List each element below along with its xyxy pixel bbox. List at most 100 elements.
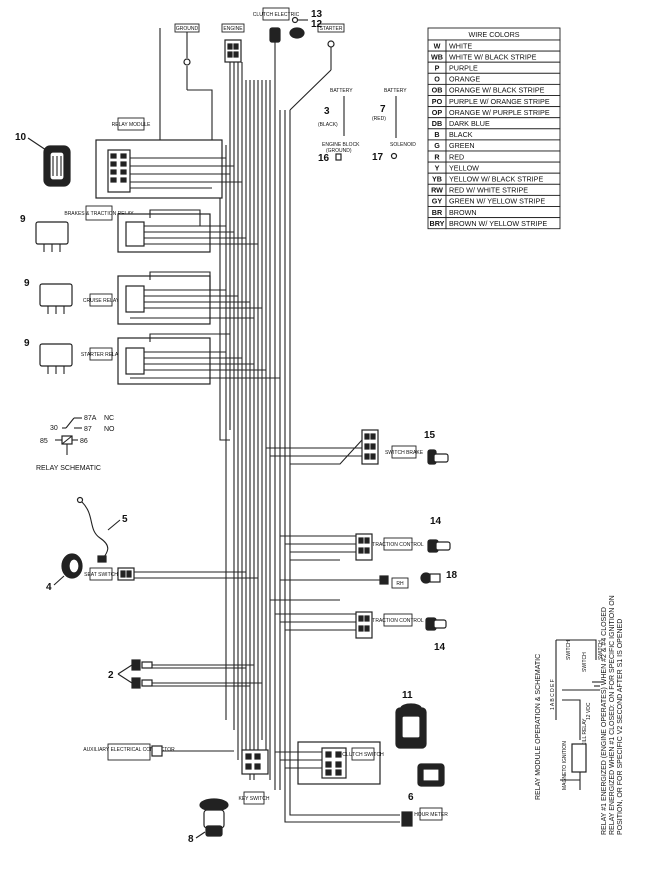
svg-text:CRUISE RELAY: CRUISE RELAY <box>83 298 120 304</box>
terminal-13-icon <box>291 16 308 24</box>
brakes-traction-relay-block <box>117 209 258 253</box>
wire-color-name: WHITE <box>449 41 472 50</box>
main-harness <box>159 28 291 800</box>
key-switch-8-icon <box>199 798 229 837</box>
wire-colors-title: WIRE COLORS <box>468 30 519 39</box>
relay-schematic: 30 87A NC 87 NO 85 86 RELAY SCHEMATIC <box>36 415 115 472</box>
wire-color-code: W <box>434 41 441 50</box>
wire-color-name: PURPLE <box>449 64 478 73</box>
callout-6: 6 <box>408 792 414 803</box>
connectors-2-icon <box>117 659 262 689</box>
switch-brake-connector <box>266 429 379 465</box>
wire-color-code: B <box>434 130 439 139</box>
wire-color-name: GREEN W/ YELLOW STRIPE <box>449 197 545 206</box>
svg-text:1 A B C D E F: 1 A B C D E F <box>550 679 556 710</box>
wire-color-name: BROWN <box>449 208 477 217</box>
callout-5: 5 <box>122 514 128 525</box>
wire-color-name: BROWN W/ YELLOW STRIPE <box>449 219 547 228</box>
svg-text:SWITCH: SWITCH <box>598 640 604 660</box>
callout-16: 16 <box>318 153 330 164</box>
wire-color-name: RED W/ WHITE STRIPE <box>449 186 528 195</box>
wire-color-name: WHITE W/ BLACK STRIPE <box>449 52 537 61</box>
svg-text:CLUTCH ELECTRIC: CLUTCH ELECTRIC <box>253 12 300 18</box>
svg-text:RELAY SCHEMATIC: RELAY SCHEMATIC <box>36 465 101 472</box>
svg-text:RELAY #1 ENERGIZED (ENGINE OPE: RELAY #1 ENERGIZED (ENGINE OPERATES) WHE… <box>601 607 608 835</box>
traction-control-connector-1 <box>280 533 373 561</box>
svg-text:POSITION, OR FOR SPECIFIC V2 S: POSITION, OR FOR SPECIFIC V2 SECOND AFTE… <box>617 619 624 835</box>
brakes-traction-relay-tag: BRAKES & TRACTION RELAY <box>64 205 134 221</box>
svg-text:BATTERY: BATTERY <box>384 88 407 94</box>
wire-color-name: DARK BLUE <box>449 119 490 128</box>
brake-switch-15-icon <box>427 449 449 465</box>
relay-9-icon-2 <box>39 283 73 314</box>
switch-18-icon <box>420 572 441 584</box>
cruise-relay-tag: CRUISE RELAY <box>83 293 120 307</box>
relay-module-operation-panel: RELAY MODULE OPERATION & SCHEMATIC RELAY… <box>535 595 624 835</box>
wire-color-code: OB <box>432 86 443 95</box>
engine-connector <box>224 39 242 63</box>
svg-text:(BLACK): (BLACK) <box>318 122 338 128</box>
svg-text:BRAKES & TRACTION RELAY: BRAKES & TRACTION RELAY <box>64 211 134 217</box>
wire-color-name: YELLOW W/ BLACK STRIPE <box>449 175 543 184</box>
callout-11: 11 <box>402 690 413 701</box>
wire-color-name: ORANGE <box>449 75 480 84</box>
svg-text:SWITCH BRAKE: SWITCH BRAKE <box>385 450 424 456</box>
callout-17: 17 <box>372 152 384 163</box>
relay-module-10-icon <box>43 145 71 187</box>
svg-text:NC: NC <box>104 415 114 422</box>
callout-7: 7 <box>380 104 386 115</box>
svg-text:HOUR METER: HOUR METER <box>414 812 448 818</box>
starter-relay-block <box>117 333 280 385</box>
hour-meter-wiring <box>284 780 413 827</box>
wire-color-code: BRY <box>430 219 445 228</box>
svg-text:ENGINE BLOCK: ENGINE BLOCK <box>322 142 360 148</box>
wire-color-row: W WHITE <box>427 39 561 52</box>
svg-text:BATTERY: BATTERY <box>330 88 353 94</box>
callout-14-first: 14 <box>430 516 442 527</box>
terminal-12-boot-icon <box>289 27 305 39</box>
svg-text:87: 87 <box>84 426 92 433</box>
svg-text:TRACTION CONTROL: TRACTION CONTROL <box>372 542 424 548</box>
wire-color-name: BLACK <box>449 130 473 139</box>
relay-module-frame <box>95 139 242 199</box>
relay-9-icon-3 <box>39 343 73 374</box>
engine-tag: ENGINE <box>221 23 245 33</box>
callout-15: 15 <box>424 430 436 441</box>
socket-6-icon <box>417 763 445 787</box>
svg-text:(RED): (RED) <box>372 116 386 122</box>
seat-switch-tag: SEAT SWITCH <box>84 567 118 581</box>
svg-text:SWITCH: SWITCH <box>582 652 588 672</box>
callout-4: 4 <box>46 582 52 593</box>
svg-text:KILL RELAY: KILL RELAY <box>582 718 588 746</box>
hour-meter-tag: HOUR METER <box>414 807 448 821</box>
traction-control-tag-2: TRACTION CONTROL <box>372 613 424 627</box>
wire-color-code: BR <box>432 208 443 217</box>
svg-text:SWITCH: SWITCH <box>566 640 572 660</box>
callout-14-second: 14 <box>434 642 446 653</box>
svg-text:GROUND: GROUND <box>176 26 199 32</box>
callout-3: 3 <box>324 106 330 117</box>
battery-block: BATTERY (BLACK) BATTERY (RED) ENGINE BLO… <box>318 88 416 161</box>
starter-tag: STARTER <box>317 23 345 33</box>
module-11-icon <box>395 703 427 749</box>
traction-switch-14-icon-2 <box>425 617 447 631</box>
ground-ring-terminal <box>183 32 191 90</box>
key-switch-connector <box>241 749 269 775</box>
wire-color-name: GREEN <box>449 141 475 150</box>
relay-module-panel-title: RELAY MODULE OPERATION & SCHEMATIC <box>535 654 542 800</box>
wire-color-name: RED <box>449 152 464 161</box>
wire-color-row: BRY BROWN W/ YELLOW STRIPE <box>427 217 561 230</box>
svg-text:ENGINE: ENGINE <box>223 26 243 32</box>
